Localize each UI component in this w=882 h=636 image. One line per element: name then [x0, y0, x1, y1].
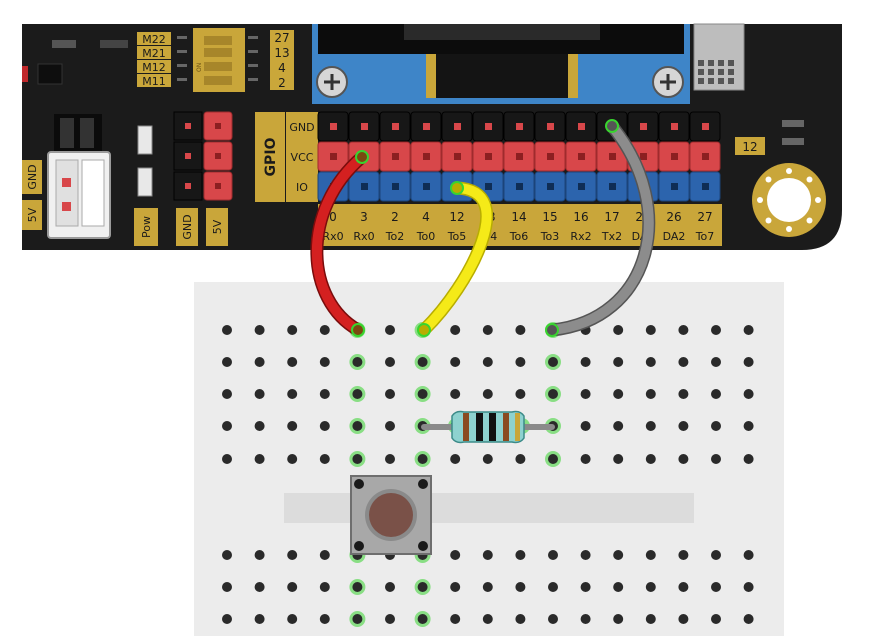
pin-number-label: 17	[604, 210, 619, 224]
wires	[310, 119, 656, 337]
breadboard	[194, 282, 784, 636]
smd-component	[100, 40, 128, 48]
wire-end	[450, 181, 464, 195]
io-number-label: 4	[278, 61, 286, 75]
pow-label: Pow	[140, 216, 153, 238]
io-number-label: 27	[274, 31, 289, 45]
status-led	[22, 66, 28, 82]
pin-number-label: 12	[449, 210, 464, 224]
pin-name-label: To2	[385, 230, 405, 243]
red-wire	[311, 152, 367, 335]
power-5v-label: 5V	[211, 219, 224, 234]
io-number-label: 13	[274, 46, 289, 60]
wire-end	[417, 323, 431, 337]
pin-label-12: 12	[742, 140, 757, 154]
io-code-label: M22	[142, 33, 166, 46]
dip-on-label: ON	[196, 63, 203, 72]
power-connector	[47, 114, 111, 239]
smd-component	[37, 63, 63, 85]
power-switch: Pow	[134, 125, 158, 246]
pin-name-label: To6	[509, 230, 529, 243]
pin-name-label: To0	[416, 230, 436, 243]
pin-name-label: To3	[540, 230, 560, 243]
io-code-label: M21	[142, 47, 166, 60]
io-code-label: M12	[142, 61, 166, 74]
breadboard-divider	[284, 493, 694, 523]
power-labels: GND 5V	[176, 208, 228, 246]
smd-component	[782, 120, 804, 127]
gpio-label: GPIO	[263, 137, 279, 176]
pin-name-label: Rx0	[322, 230, 343, 243]
io-code-label: M11	[142, 75, 166, 88]
pin-name-label: DA2	[663, 230, 686, 243]
pin-number-label: 27	[697, 210, 712, 224]
pin-name-label: To7	[695, 230, 715, 243]
pin-number-label: 3	[360, 210, 368, 224]
connector-5v-label: 5V	[26, 207, 39, 222]
dip-switch: ON	[193, 28, 245, 92]
wire-end	[545, 323, 559, 337]
wire-end	[605, 119, 619, 133]
rail-label-io: IO	[296, 181, 308, 194]
wire-end	[351, 323, 365, 337]
rail-labels-bg	[286, 112, 318, 202]
lcd-module	[312, 24, 690, 104]
connector-labels: GND 5V	[22, 160, 42, 230]
pin-name-label: To5	[447, 230, 467, 243]
rail-label-vcc: VCC	[291, 151, 314, 164]
gpio-label-bg	[255, 112, 285, 202]
smd-component	[782, 138, 804, 145]
pin-number-label: 16	[573, 210, 588, 224]
power-headers	[173, 111, 233, 201]
power-gnd-label: GND	[181, 214, 194, 239]
io-number-label: 2	[278, 76, 286, 90]
push-button	[350, 475, 432, 555]
pin-number-label: 14	[511, 210, 526, 224]
pin-number-label: 4	[422, 210, 430, 224]
connector-gnd-label: GND	[26, 164, 39, 189]
wire-end	[355, 150, 369, 164]
gpio-headers	[317, 111, 721, 202]
pin-number-label: 2	[391, 210, 399, 224]
chip-pins	[698, 60, 734, 84]
pin-number-label: 15	[542, 210, 557, 224]
resistor	[421, 410, 555, 444]
pin-number-label: 26	[666, 210, 681, 224]
pin-number-label: 0	[329, 210, 337, 224]
pin-name-label: Tx2	[601, 230, 622, 243]
mounting-hole	[752, 163, 826, 237]
gray-wire	[547, 121, 654, 335]
smd-component	[52, 40, 76, 48]
yellow-wire	[419, 183, 492, 335]
rail-label-gnd: GND	[289, 121, 314, 134]
pin-label-12-bg	[735, 137, 765, 155]
pin-name-label: Rx2	[570, 230, 591, 243]
pin-name-label: Rx0	[353, 230, 374, 243]
